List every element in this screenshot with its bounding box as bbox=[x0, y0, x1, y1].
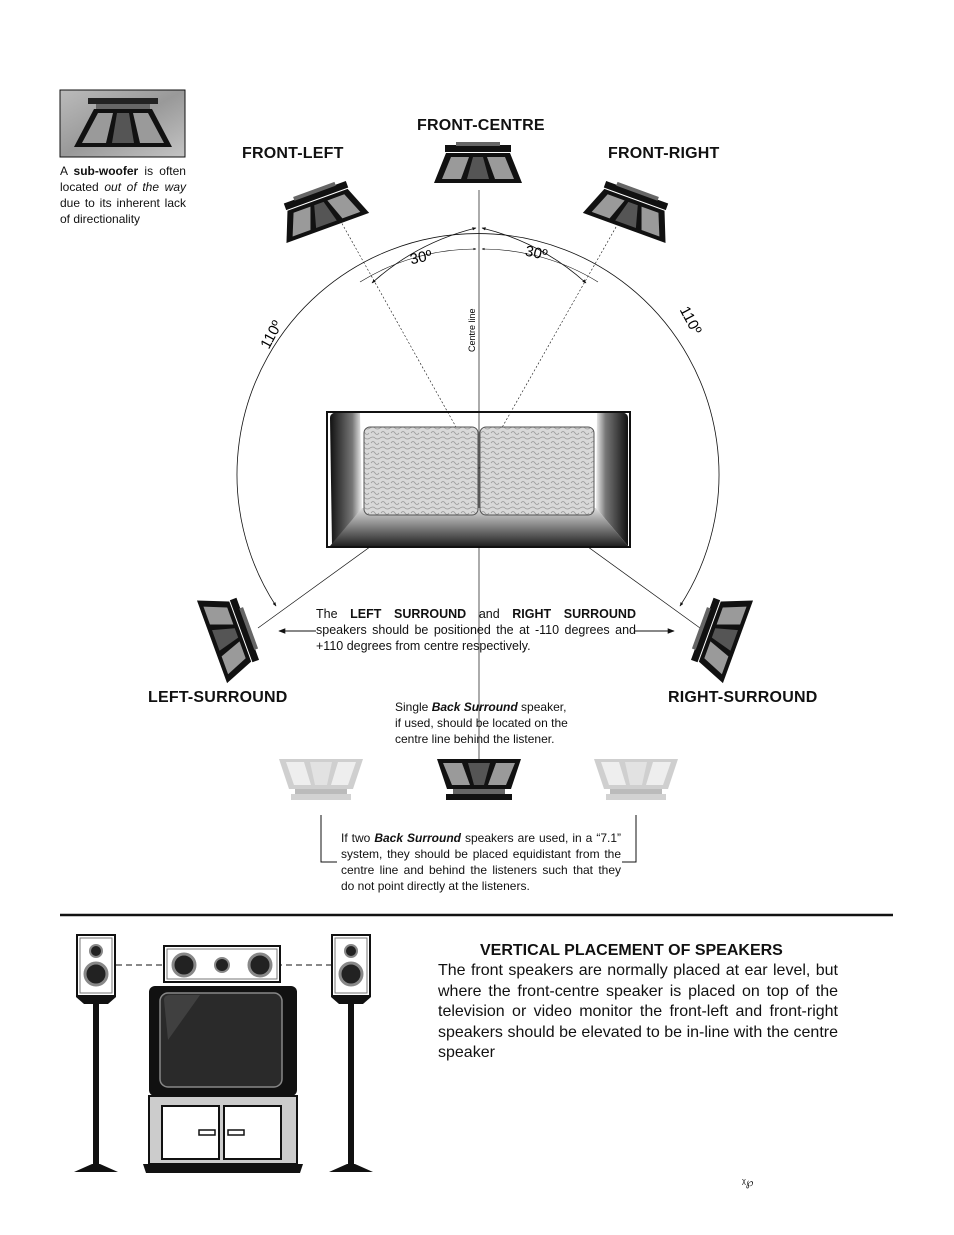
surround-note: The LEFT SURROUND and RIGHT SURROUND spe… bbox=[316, 607, 636, 653]
angle-30-left: 30º bbox=[408, 247, 434, 268]
left-surround-speaker-icon bbox=[196, 586, 266, 684]
back-surround-right-ghost-icon bbox=[594, 759, 678, 800]
surround-angle-arc bbox=[236, 233, 720, 607]
right-surround-label: RIGHT-SURROUND bbox=[668, 689, 818, 706]
two-back-surround-note: If two Back Surround speakers are used, … bbox=[341, 831, 621, 893]
vertical-placement-illustration bbox=[74, 934, 373, 1173]
vertical-placement-title: VERTICAL PLACEMENT OF SPEAKERS bbox=[480, 942, 783, 959]
front-centre-speaker-icon bbox=[434, 142, 522, 183]
vertical-placement-text: The front speakers are normally placed a… bbox=[438, 962, 838, 1061]
subwoofer-illustration bbox=[59, 89, 186, 158]
front-left-label: FRONT-LEFT bbox=[242, 145, 344, 162]
footer-logo-mark: ᵡ℘ bbox=[742, 1177, 754, 1189]
back-surround-speaker-icon bbox=[437, 759, 521, 800]
arc-30-right bbox=[481, 227, 587, 284]
subwoofer-note: A sub-woofer is often located out of the… bbox=[60, 164, 186, 226]
left-surround-label: LEFT-SURROUND bbox=[148, 689, 288, 706]
back-surround-note: Single Back Surround speaker, if used, s… bbox=[395, 700, 568, 746]
arc-30-left bbox=[371, 227, 477, 284]
back-surround-left-ghost-icon bbox=[279, 759, 363, 800]
centre-line-label: Centre line bbox=[467, 308, 477, 352]
front-right-speaker-icon bbox=[582, 174, 680, 244]
right-surround-speaker-icon bbox=[684, 586, 754, 684]
front-centre-label: FRONT-CENTRE bbox=[417, 117, 545, 134]
sofa-illustration bbox=[326, 411, 631, 548]
angle-30-right: 30º bbox=[524, 243, 550, 264]
front-left-speaker-icon bbox=[272, 174, 370, 244]
front-right-label: FRONT-RIGHT bbox=[608, 145, 720, 162]
angle-110-right: 110º bbox=[676, 304, 705, 338]
